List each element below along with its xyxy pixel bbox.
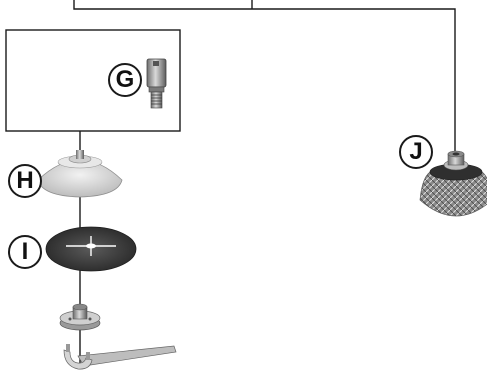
label-i-badge: I <box>8 235 42 269</box>
wire-cup-brush-part <box>419 150 487 217</box>
sanding-disc-part <box>45 226 137 272</box>
label-j-badge: J <box>399 135 433 169</box>
spanner-wrench-part <box>63 344 177 370</box>
label-h-badge: H <box>8 164 42 198</box>
threaded-adapter-part <box>146 58 167 109</box>
backing-pad-part <box>37 150 123 198</box>
label-g-badge: G <box>108 63 142 97</box>
clamp-nut-part <box>59 303 101 331</box>
